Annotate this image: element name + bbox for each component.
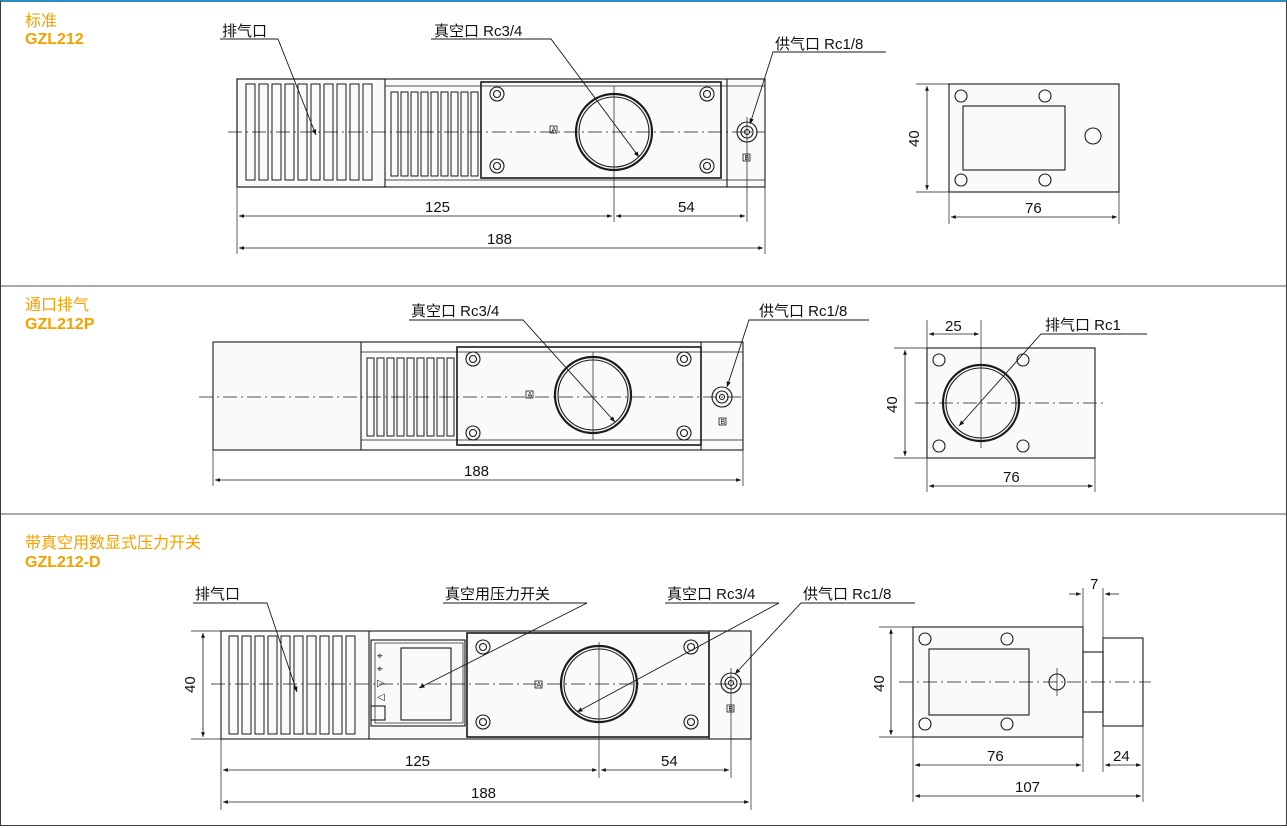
bolt-holes — [465, 351, 692, 441]
dim-125: 125 — [425, 199, 450, 216]
front-view-with-switch: ⌖ ⌖ ▷ ◁ — [191, 602, 915, 810]
dim-76: 76 — [1003, 469, 1020, 486]
bolt-holes — [475, 639, 699, 730]
muffler-fins — [228, 635, 356, 735]
side-view-standard — [916, 83, 1120, 224]
svg-text:▷: ▷ — [377, 678, 385, 689]
marker-b: B — [745, 155, 750, 162]
callout-exhaust: 排气口 — [195, 586, 240, 603]
svg-text:◁: ◁ — [377, 692, 385, 703]
dim-125: 125 — [405, 753, 430, 770]
panel-title: 通口排气 — [25, 295, 90, 314]
callout-supply: 供气口 Rc1/8 — [803, 586, 891, 603]
dim-24: 24 — [1113, 748, 1130, 765]
callout-vacuum: 真空口 Rc3/4 — [434, 22, 522, 40]
ejector-fins — [390, 91, 479, 177]
side-view-through-port — [894, 320, 1147, 492]
marker-a: A — [528, 392, 533, 399]
panel-title: 标准 — [25, 11, 58, 30]
callout-exhaust: 排气口 — [222, 23, 267, 40]
dim-25: 25 — [945, 318, 962, 335]
side-view-with-switch — [879, 588, 1151, 802]
front-view-through-port — [199, 319, 869, 486]
marker-a: A — [537, 682, 542, 689]
model-code: GZL212-D — [25, 554, 101, 571]
callout-vacuum: 真空口 Rc3/4 — [411, 302, 499, 320]
callout-supply: 供气口 Rc1/8 — [775, 36, 863, 53]
callout-supply: 供气口 Rc1/8 — [759, 303, 847, 320]
dim-188: 188 — [464, 463, 489, 480]
svg-text:⌖: ⌖ — [377, 651, 383, 662]
marker-b: B — [721, 419, 726, 426]
dim-188: 188 — [487, 231, 512, 248]
dim-54: 54 — [678, 199, 695, 216]
dim-76: 76 — [1025, 200, 1042, 217]
pressure-switch: ⌖ ⌖ ▷ ◁ — [370, 639, 466, 727]
callout-vacuum: 真空口 Rc3/4 — [667, 585, 755, 603]
marker-b: B — [729, 706, 734, 713]
dim-40: 40 — [906, 130, 923, 147]
marker-a: A — [552, 127, 557, 134]
dim-40: 40 — [871, 675, 888, 692]
svg-text:⌖: ⌖ — [377, 664, 383, 675]
dim-188: 188 — [471, 785, 496, 802]
dim-7: 7 — [1090, 576, 1098, 593]
callout-switch: 真空用压力开关 — [445, 585, 550, 603]
dim-76: 76 — [987, 748, 1004, 765]
bolt-holes — [489, 86, 715, 174]
callout-exhaust: 排气口 Rc1 — [1045, 317, 1121, 334]
front-view-standard — [220, 38, 886, 254]
model-code: GZL212P — [25, 316, 95, 333]
dim-54: 54 — [661, 753, 678, 770]
panel-title: 带真空用数显式压力开关 — [25, 533, 202, 552]
dim-40: 40 — [884, 396, 901, 413]
dim-40: 40 — [182, 676, 199, 693]
dim-107: 107 — [1015, 779, 1040, 796]
model-code: GZL212 — [25, 31, 84, 48]
